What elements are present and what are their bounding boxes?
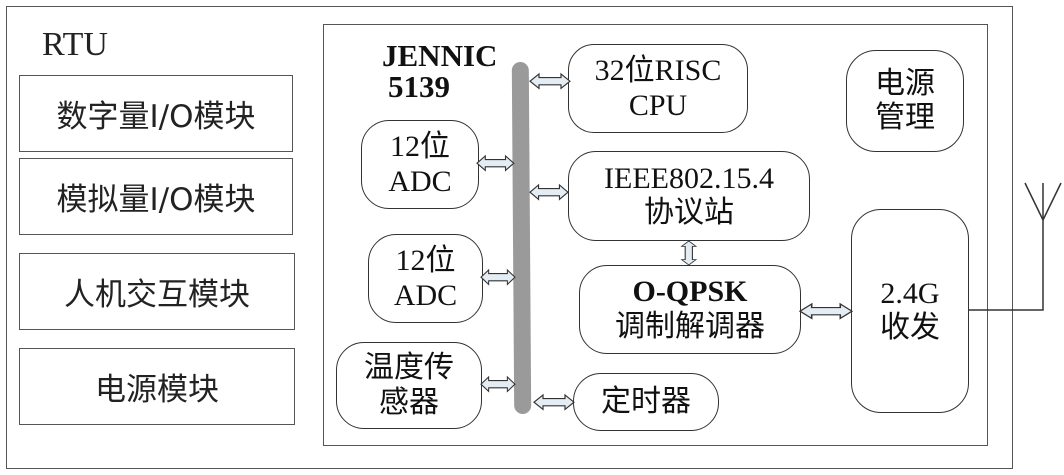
temp-line1: 温度传 bbox=[364, 350, 454, 385]
module-label: 人机交互模块 bbox=[64, 277, 250, 313]
chip-name-line2: 5139 bbox=[388, 69, 450, 104]
module-label: 电源模块 bbox=[95, 372, 219, 408]
ieee-line2: 协议站 bbox=[644, 196, 734, 229]
antenna-wire bbox=[969, 220, 1044, 311]
oqpsk-line2: 调制解调器 bbox=[615, 308, 765, 344]
rf-transceiver-block: 2.4G 收发 bbox=[851, 209, 969, 413]
arrow-adc1-bus bbox=[476, 155, 515, 171]
module-hmi: 人机交互模块 bbox=[19, 253, 295, 330]
rf-line2: 收发 bbox=[880, 310, 940, 345]
timer-block: 定时器 bbox=[573, 373, 719, 431]
ieee-line1: IEEE802.15.4 bbox=[604, 161, 774, 195]
adc1-line2: ADC bbox=[388, 164, 452, 198]
adc2-line1: 12位 bbox=[395, 244, 456, 277]
arrow-bus-ieee bbox=[529, 184, 569, 200]
module-analog-io: 模拟量I/O模块 bbox=[19, 158, 293, 235]
arrow-adc2-bus bbox=[480, 269, 516, 285]
arrow-oqpsk-rf bbox=[799, 303, 853, 320]
arrow-bus-timer bbox=[533, 394, 575, 410]
adc1-line1: 12位 bbox=[390, 130, 450, 163]
adc2-line2: ADC bbox=[393, 278, 458, 312]
chip-name-line1: JENNIC bbox=[382, 38, 498, 73]
ieee-block: IEEE802.15.4 协议站 bbox=[568, 151, 810, 241]
power-mgmt-block: 电源 管理 bbox=[846, 50, 964, 152]
timer-line1: 定时器 bbox=[601, 383, 691, 419]
oqpsk-block: O-QPSK 调制解调器 bbox=[579, 265, 801, 354]
cpu-line2: CPU bbox=[628, 88, 688, 122]
adc1-block: 12位 ADC bbox=[361, 120, 479, 209]
arrow-bus-cpu bbox=[529, 73, 571, 90]
antenna-icon bbox=[1024, 182, 1062, 221]
oqpsk-line1: O-QPSK bbox=[632, 275, 748, 308]
cpu-line1: 32位RISC bbox=[594, 54, 722, 87]
module-label: 模拟量I/O模块 bbox=[56, 182, 256, 218]
temp-line2: 感器 bbox=[379, 384, 439, 420]
temp-sensor-block: 温度传 感器 bbox=[336, 342, 482, 429]
adc2-block: 12位 ADC bbox=[368, 234, 483, 323]
rtu-title: RTU bbox=[42, 26, 108, 63]
cpu-block: 32位RISC CPU bbox=[568, 44, 748, 133]
module-power: 电源模块 bbox=[19, 348, 295, 425]
chip-name: JENNIC 5139 bbox=[382, 40, 497, 102]
rf-line1: 2.4G bbox=[880, 276, 940, 310]
module-digital-io: 数字量I/O模块 bbox=[19, 75, 293, 152]
power-line2: 管理 bbox=[875, 100, 935, 135]
module-label: 数字量I/O模块 bbox=[56, 99, 256, 135]
arrow-ieee-oqpsk bbox=[681, 240, 697, 266]
arrow-temp-bus bbox=[480, 376, 516, 392]
power-line1: 电源 bbox=[875, 65, 935, 101]
